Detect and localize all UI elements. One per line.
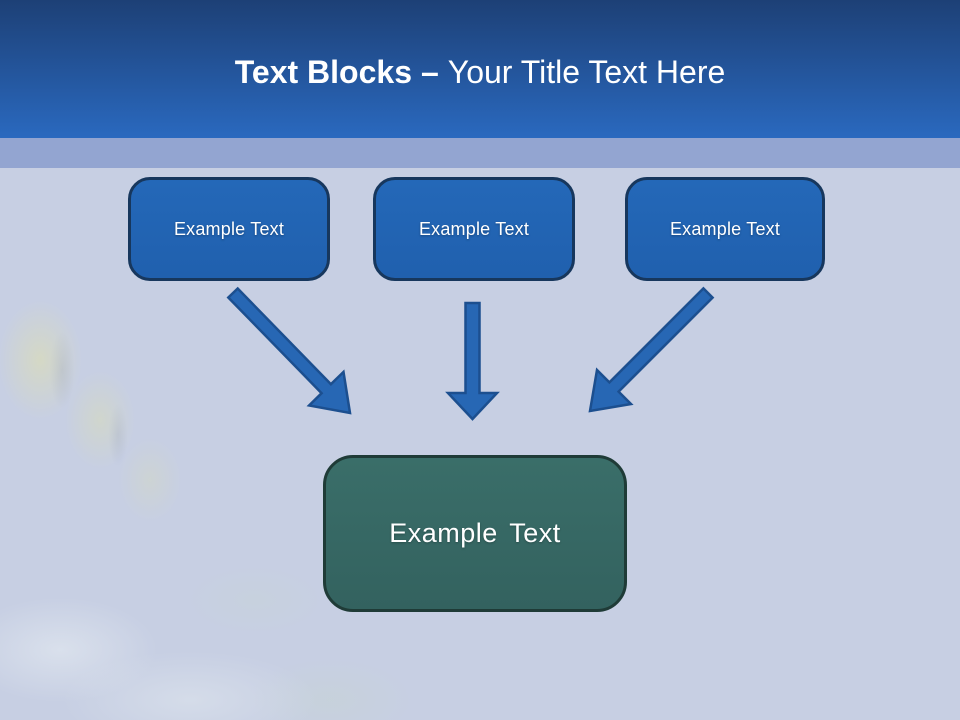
result-block-label: Example Text (389, 518, 561, 548)
header-accent-band (0, 138, 960, 168)
result-block: Example Text (323, 455, 627, 612)
text-block-2-label: Example Text (418, 218, 530, 239)
slide-title: Text Blocks–Your Title Text Here (0, 54, 960, 90)
text-block-3: Example Text (625, 177, 825, 281)
down-left-arrow-icon (588, 286, 715, 413)
text-block-1-label: Example Text (173, 218, 285, 239)
text-block-1: Example Text (128, 177, 330, 281)
down-right-arrow-icon (226, 286, 352, 415)
text-block-2: Example Text (373, 177, 575, 281)
slide-title-dash: – (420, 54, 439, 90)
text-block-3-label: Example Text (669, 218, 781, 239)
slide-title-bold: Text Blocks (234, 54, 412, 90)
down-arrow-icon (445, 301, 500, 421)
slide-title-light: Your Title Text Here (447, 54, 726, 90)
title-bar (0, 0, 960, 138)
